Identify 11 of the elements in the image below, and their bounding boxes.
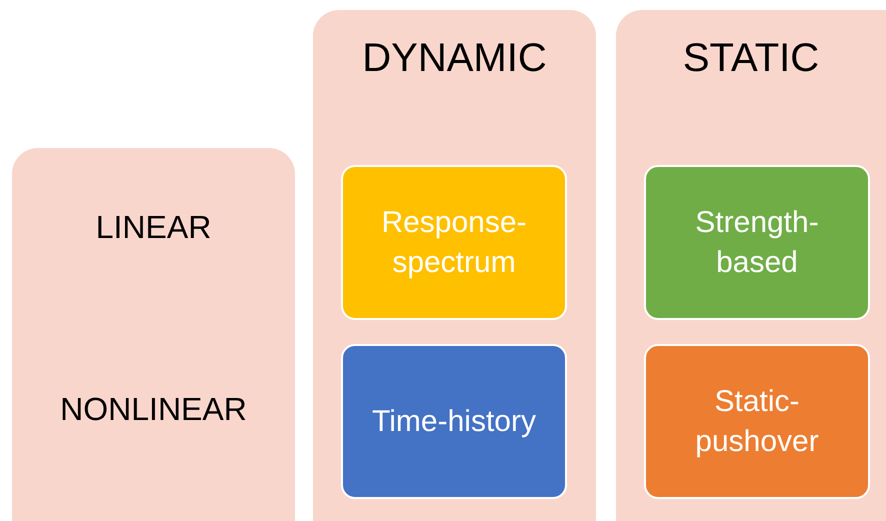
method-card: Strength-based <box>644 165 870 320</box>
category-panel <box>12 148 295 521</box>
method-card: Time-history <box>341 344 567 499</box>
method-card: Static-pushover <box>644 344 870 499</box>
category-panel <box>616 10 886 521</box>
method-card: Response-spectrum <box>341 165 567 320</box>
row-label: NONLINEAR <box>59 390 248 428</box>
category-panel <box>313 10 596 521</box>
column-heading: STATIC <box>682 36 820 81</box>
row-label: LINEAR <box>94 208 212 246</box>
column-heading: DYNAMIC <box>361 36 548 81</box>
